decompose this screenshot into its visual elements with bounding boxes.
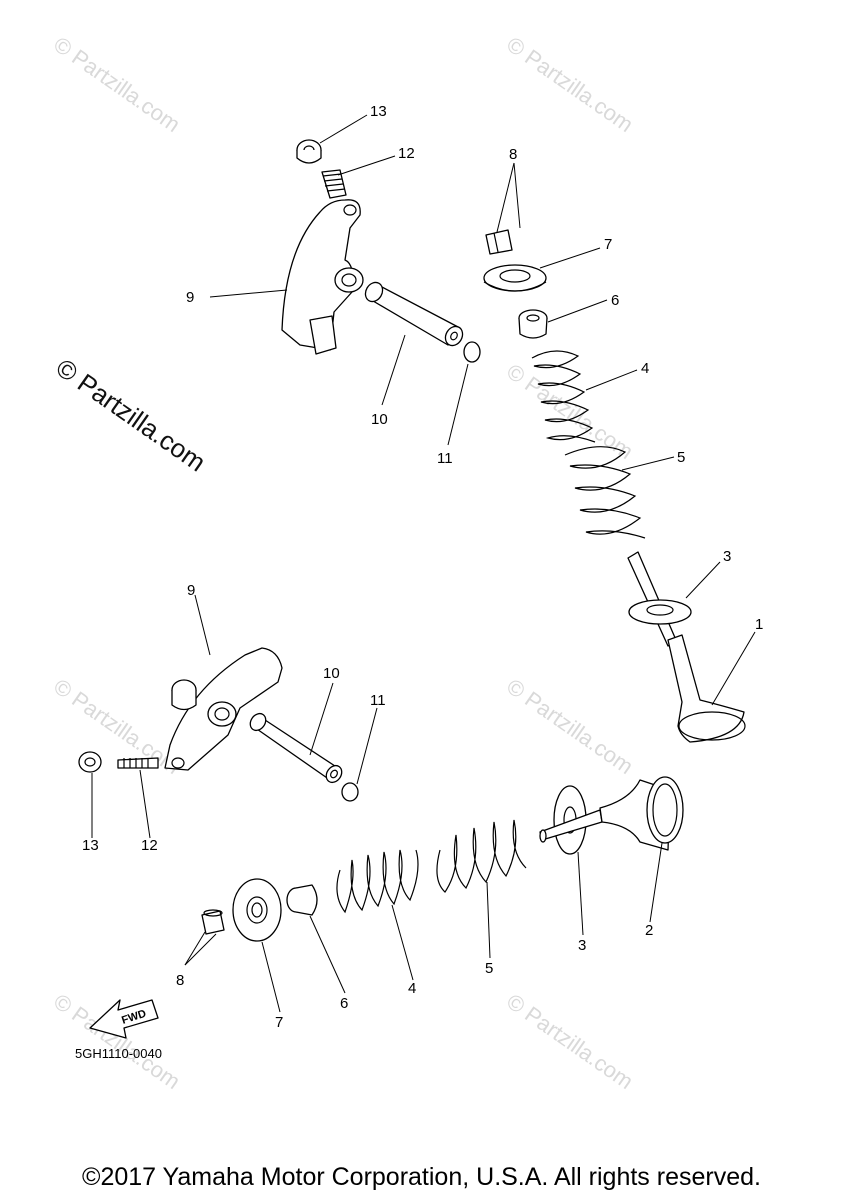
fwd-arrow: FWD <box>89 999 159 1039</box>
callout-7: 7 <box>275 1014 283 1031</box>
diagram-code: 5GH1110-0040 <box>75 1046 162 1061</box>
part-o-ring-upper <box>463 341 481 363</box>
part-seal-upper <box>518 309 548 339</box>
watermark-text: © Partzilla.com <box>502 359 638 465</box>
part-rocker-arm-lower <box>164 647 283 771</box>
watermark-text: © Partzilla.com <box>502 674 638 780</box>
callout-8: 8 <box>176 972 184 989</box>
part-retainer-lower <box>232 878 282 942</box>
callout-9: 9 <box>187 582 195 599</box>
watermark-text: © Partzilla.com <box>502 989 638 1095</box>
part-screw-lower <box>117 757 159 769</box>
callout-9: 9 <box>186 289 194 306</box>
part-collets-upper <box>485 229 513 255</box>
callout-6: 6 <box>611 292 619 309</box>
callout-4: 4 <box>408 980 416 997</box>
callout-labels: 13 12 9 10 11 8 7 6 4 5 3 1 9 10 11 13 1… <box>82 103 763 1031</box>
part-spring-inner-upper <box>531 350 596 443</box>
part-rocker-arm-upper <box>281 199 364 355</box>
callout-1: 1 <box>755 616 763 633</box>
part-spring-outer-lower <box>436 819 527 893</box>
part-spring-inner-lower <box>336 849 419 914</box>
callout-5: 5 <box>485 960 493 977</box>
watermark-prominent: © Partzilla.com <box>51 352 212 477</box>
callout-6: 6 <box>340 995 348 1012</box>
part-seal-lower <box>286 884 318 916</box>
part-nut-upper <box>296 139 322 164</box>
callout-10: 10 <box>323 665 340 682</box>
part-retainer-upper <box>483 264 547 292</box>
watermark-text: © Partzilla.com <box>502 32 638 138</box>
callout-11: 11 <box>370 692 386 709</box>
part-screw-upper <box>321 169 347 199</box>
watermark-text: © Partzilla.com <box>49 32 185 138</box>
callout-13: 13 <box>82 837 99 854</box>
callout-13: 13 <box>370 103 387 120</box>
callout-11: 11 <box>437 450 453 467</box>
part-spring-outer-upper <box>564 446 646 539</box>
callout-12: 12 <box>141 837 158 854</box>
callout-2: 2 <box>645 922 653 939</box>
callout-5: 5 <box>677 449 685 466</box>
part-rocker-shaft-upper <box>364 281 464 347</box>
part-valve-lower <box>539 776 684 855</box>
callout-10: 10 <box>371 411 388 428</box>
callout-3: 3 <box>723 548 731 565</box>
part-collets-lower <box>201 909 225 935</box>
callout-3: 3 <box>578 937 586 954</box>
callout-7: 7 <box>604 236 612 253</box>
part-rocker-shaft-lower <box>249 712 343 784</box>
callout-12: 12 <box>398 145 415 162</box>
part-o-ring-lower <box>341 782 359 802</box>
callout-8: 8 <box>509 146 517 163</box>
part-valve-upper <box>627 551 746 743</box>
watermark-text: © Partzilla.com <box>49 674 185 780</box>
callout-4: 4 <box>641 360 649 377</box>
leader-lines <box>91 114 756 1013</box>
copyright-notice: ©2017 Yamaha Motor Corporation, U.S.A. A… <box>82 1163 761 1191</box>
part-nut-lower <box>78 751 102 773</box>
